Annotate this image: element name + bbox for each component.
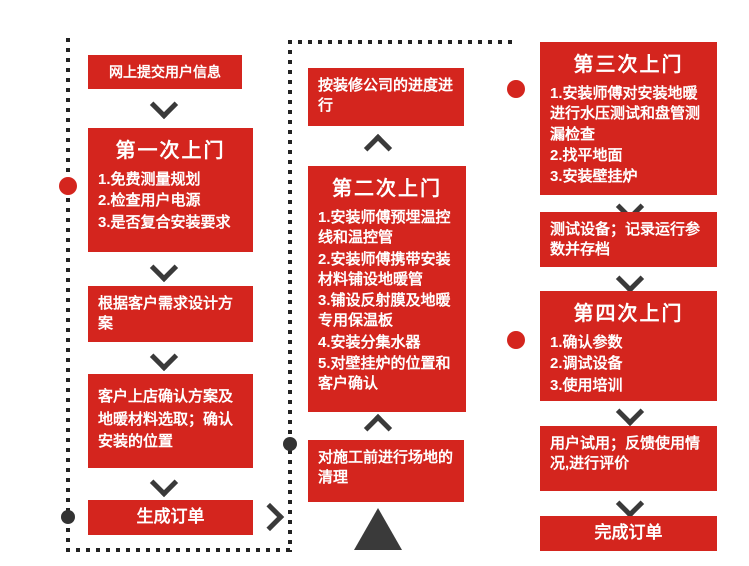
list-item: 2.调试设备 <box>550 355 623 373</box>
arrow-down-icon <box>615 264 645 294</box>
step-title: 第四次上门 <box>573 303 684 325</box>
dark-node-dot <box>283 437 297 451</box>
step-submit-user-info: 网上提交用户信息 <box>88 55 242 89</box>
list-item: 3.安装壁挂炉 <box>550 168 638 185</box>
step-fourth-visit: 第四次上门 1.确认参数 2.调试设备 3.使用培训 <box>540 291 717 401</box>
list-item: 1.安装师傅对安装地暖进行水压测试和盘管测漏检查 <box>550 85 701 143</box>
step-complete-order: 完成订单 <box>540 516 717 551</box>
step-second-visit: 第二次上门 1.安装师傅预埋温控线和温控管 2.安装师傅携带安装材料铺设地暖管 … <box>308 166 466 412</box>
step-title: 第一次上门 <box>115 140 226 162</box>
list-item: 2.检查用户电源 <box>98 192 201 210</box>
arrow-down-icon <box>149 253 179 283</box>
step-design-plan: 根据客户需求设计方案 <box>88 286 253 342</box>
red-node-dot <box>59 177 77 195</box>
step-renovation-schedule: 按装修公司的进度进行 <box>308 68 464 126</box>
step-user-feedback: 用户试用；反馈使用情况,进行评价 <box>540 426 717 491</box>
dark-node-dot <box>61 510 75 524</box>
list-item: 1.免费测量规划 <box>98 171 201 188</box>
arrow-right-icon <box>255 502 285 532</box>
list-item: 1.安装师傅预埋温控线和温控管 <box>318 209 451 247</box>
step-test-equipment: 测试设备；记录运行参数并存档 <box>540 212 717 267</box>
big-arrow-up-icon <box>354 508 402 550</box>
dotted-connector-bottom <box>66 548 292 552</box>
arrow-down-icon <box>149 90 179 120</box>
list-item: 4.安装分集水器 <box>318 333 421 351</box>
arrow-down-icon <box>615 397 645 427</box>
dotted-connector-top <box>288 40 512 44</box>
list-item: 3.使用培训 <box>550 376 623 394</box>
arrow-up-icon <box>363 133 393 163</box>
list-item: 2.安装师傅携带安装材料铺设地暖管 <box>318 250 451 288</box>
step-confirm-plan: 客户上店确认方案及地暖材料选取；确认安装的位置 <box>88 374 253 468</box>
step-title: 第三次上门 <box>573 54 684 76</box>
red-node-dot <box>507 80 525 98</box>
list-item: 3.铺设反射膜及地暖专用保温板 <box>318 292 451 330</box>
arrow-down-icon <box>149 342 179 372</box>
arrow-down-icon <box>149 468 179 498</box>
red-node-dot <box>507 331 525 349</box>
step-third-visit: 第三次上门 1.安装师傅对安装地暖进行水压测试和盘管测漏检查 2.找平地面 3.… <box>540 42 717 195</box>
list-item: 5.对壁挂炉的位置和客户确认 <box>318 354 451 392</box>
dotted-connector-left <box>66 38 70 552</box>
dotted-connector-middle <box>288 40 292 552</box>
step-first-visit: 第一次上门 1.免费测量规划 2.检查用户电源 3.是否复合安装要求 <box>88 128 253 252</box>
list-item: 1.确认参数 <box>550 334 623 351</box>
step-create-order: 生成订单 <box>88 500 253 535</box>
list-item: 3.是否复合安装要求 <box>98 213 231 231</box>
arrow-down-icon <box>615 489 645 519</box>
step-site-cleanup: 对施工前进行场地的清理 <box>308 440 464 502</box>
arrow-up-icon <box>363 413 393 443</box>
list-item: 2.找平地面 <box>550 146 623 164</box>
step-title: 第二次上门 <box>332 178 442 200</box>
